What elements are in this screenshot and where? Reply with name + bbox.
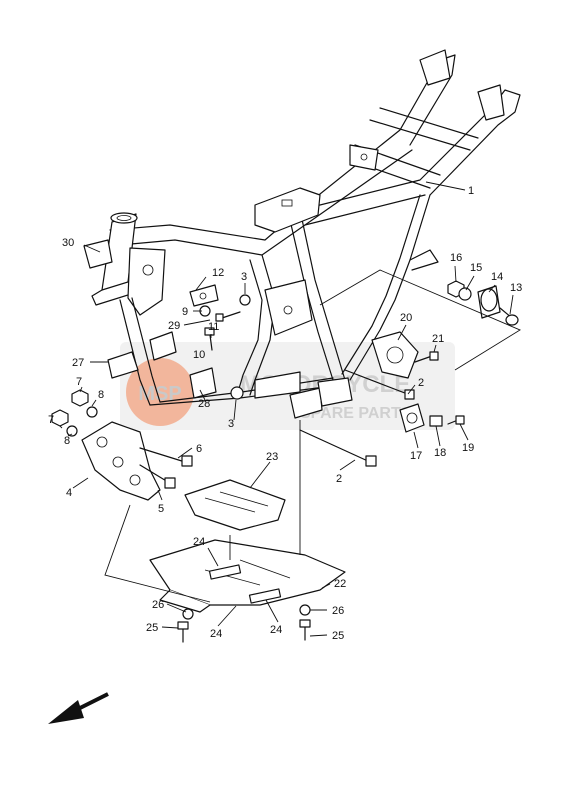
bracket-12 [189,284,219,307]
callout-12: 12 [212,267,224,279]
callout-28: 28 [198,398,210,410]
bolt-5 [139,464,169,483]
bolt-10 [209,334,213,351]
callout-11: 11 [208,321,219,333]
collar-18 [429,415,443,427]
callout-29: 29 [168,320,180,332]
callout-22: 22 [334,578,346,590]
callout-7a: 7 [76,376,82,388]
label-decal [83,239,113,269]
callout-24b: 24 [210,628,222,640]
callout-25a: 25 [146,622,158,634]
bracket-28 [189,367,217,399]
callout-8b: 8 [64,435,70,447]
callout-3b: 3 [228,418,234,430]
callout-26a: 26 [152,599,164,611]
callout-15: 15 [470,262,482,274]
washer-26b [299,604,311,616]
collar-3b [230,386,244,400]
callout-16: 16 [450,252,462,264]
callout-20: 20 [400,312,412,324]
callout-23: 23 [266,451,278,463]
washer-8a [86,406,98,418]
callout-2a: 2 [418,377,424,389]
callout-25b: 25 [332,630,344,642]
callout-27: 27 [72,357,84,369]
collar-3a [239,294,251,306]
callout-21: 21 [432,333,444,345]
callout-19: 19 [462,442,474,454]
front-direction-arrow-icon [48,692,109,724]
nut-7b [51,409,69,427]
callout-8a: 8 [98,389,104,401]
bolt-2b [344,369,411,396]
callout-10: 10 [193,349,205,361]
leader-lines [59,181,514,637]
washer-8b [66,425,78,437]
bolt-6 [139,447,186,463]
bracket-27 [107,351,139,379]
callout-18: 18 [434,447,446,459]
callout-13: 13 [510,282,522,294]
rubber-17 [399,403,425,433]
callout-6: 6 [196,443,202,455]
callout-4: 4 [66,487,72,499]
callout-30: 30 [62,237,74,249]
bracket-29 [149,331,177,361]
pad-24a [208,564,242,580]
callout-17: 17 [410,450,422,462]
nut-7a [71,389,89,407]
bolt-21 [414,355,433,363]
watermark-line2: SPARE PARTS [300,405,412,422]
callout-1: 1 [468,185,474,197]
bolt-2a [299,429,371,463]
washer-26a [182,608,194,620]
skid-plate-23 [184,479,286,531]
callout-9: 9 [182,306,188,318]
plate-20 [371,331,419,379]
bolt-11 [221,311,241,319]
callout-7b: 7 [48,414,54,426]
washer-15 [458,287,472,301]
watermark-badge-text: MSP [138,383,181,405]
pad-24b [248,588,282,604]
watermark-badge [126,358,194,426]
callout-labels: 1 30 12 3 9 29 11 10 27 28 3 7 8 7 8 4 5… [48,185,522,642]
callout-26b: 26 [332,605,344,617]
engine-bracket-4 [81,421,161,501]
callout-14: 14 [491,271,503,283]
callout-24c: 24 [270,624,282,636]
callout-3a: 3 [241,271,247,283]
callout-2b: 2 [336,473,342,485]
callout-24a: 24 [193,536,205,548]
callout-5: 5 [158,503,164,515]
